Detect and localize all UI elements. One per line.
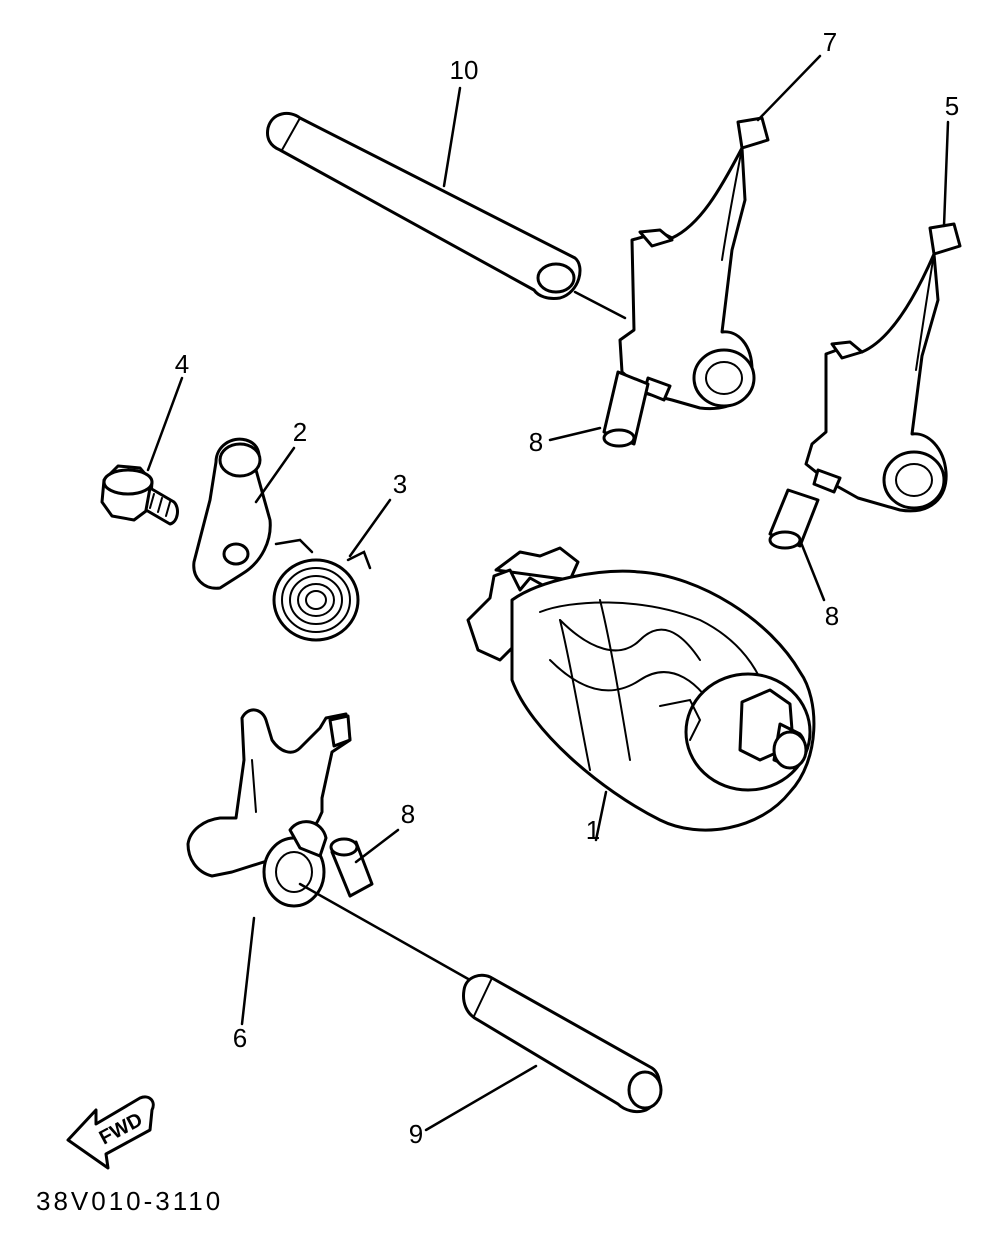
part-9-shift-rod-lower <box>298 882 663 1114</box>
part-2-stopper-lever <box>192 437 272 590</box>
part-8-pin-upper <box>602 370 650 448</box>
part-3-torsion-spring <box>272 538 372 642</box>
part-6-shift-fork-lower <box>186 708 352 908</box>
fwd-direction-arrow: FWD <box>66 1095 155 1170</box>
part-4-bolt <box>100 464 179 526</box>
leader-lines <box>146 54 950 1132</box>
part-8-pin-lower <box>329 837 374 898</box>
part-1-shift-drum <box>466 546 816 832</box>
callout-3: 3 <box>393 469 407 499</box>
part-10-shift-rod-upper <box>266 111 627 320</box>
callout-6: 6 <box>233 1023 247 1053</box>
callout-4: 4 <box>175 349 189 379</box>
diagram-code: 38V010-3110 <box>36 1186 223 1216</box>
callout-8-upper: 8 <box>529 427 543 457</box>
part-5-shift-fork-right <box>804 222 962 513</box>
callout-8-right: 8 <box>825 601 839 631</box>
part-8-pin-right <box>768 488 820 550</box>
part-7-shift-fork-upper <box>618 116 770 411</box>
callout-1: 1 <box>586 815 600 845</box>
callout-2: 2 <box>293 417 307 447</box>
callout-5: 5 <box>945 91 959 121</box>
callout-8-lower: 8 <box>401 799 415 829</box>
callout-numbers: 1 2 3 4 5 6 7 8 8 8 9 10 <box>175 27 959 1149</box>
callout-7: 7 <box>823 27 837 57</box>
callout-9: 9 <box>409 1119 423 1149</box>
callout-10: 10 <box>450 55 479 85</box>
